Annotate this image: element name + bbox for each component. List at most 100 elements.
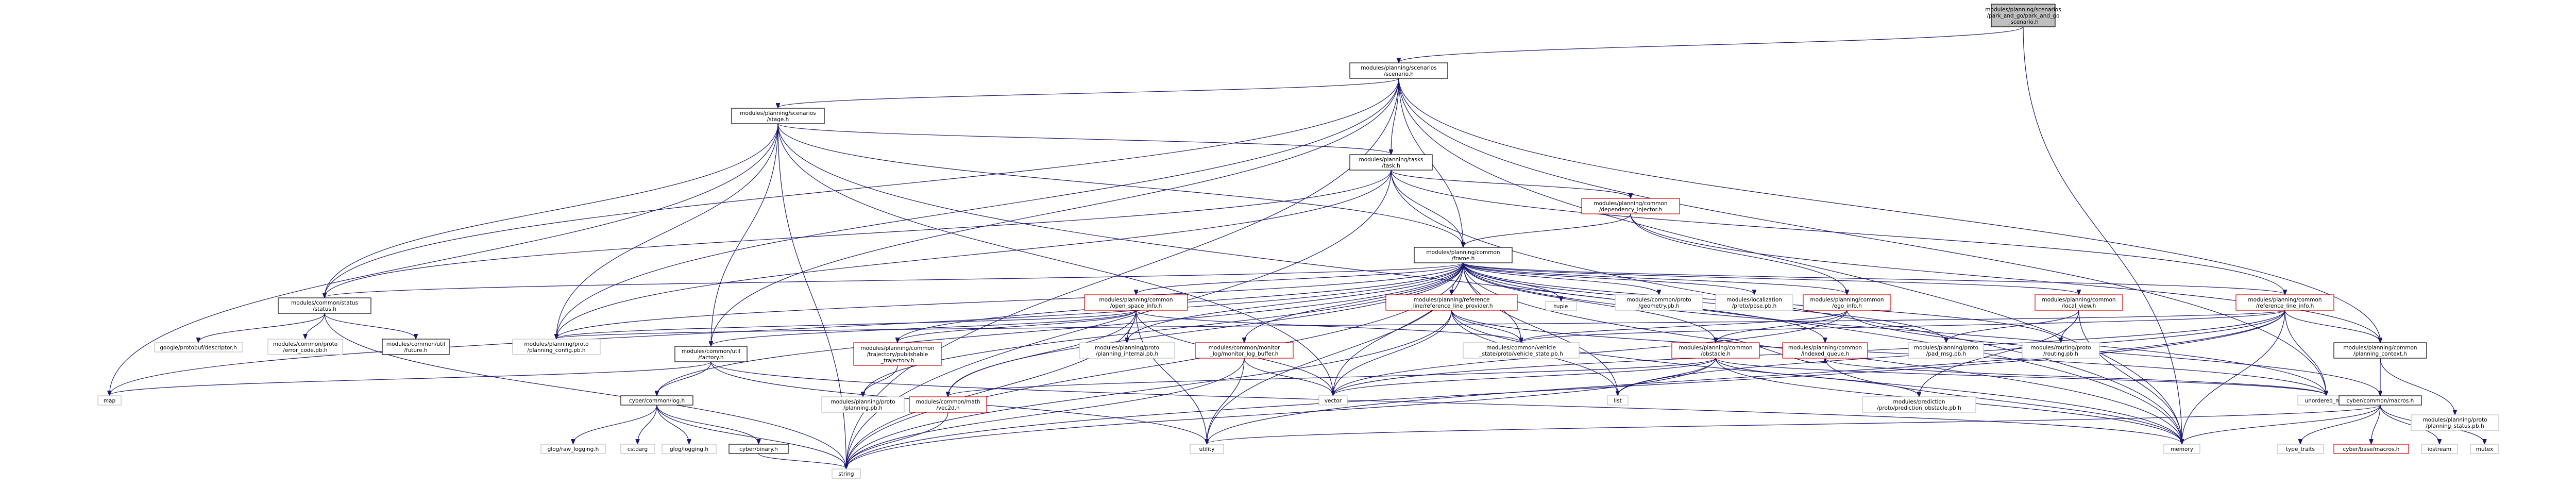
node-log-h[interactable]: cyber/common/log.h (620, 395, 693, 406)
node-routing-pb[interactable]: modules/routing/proto/routing.pb.h (2022, 342, 2100, 359)
node-base-macros[interactable]: cyber/base/macros.h (2333, 444, 2409, 454)
node-macros-h[interactable]: cyber/common/macros.h (2338, 395, 2422, 406)
edge-status_h-to-descriptor (198, 313, 325, 342)
node-ego-info[interactable]: modules/planning/common/ego_info.h (1803, 294, 1891, 311)
node-label-line: modules/planning/common (2248, 297, 2321, 303)
edge-task_h-to-dep_injector (1391, 170, 1631, 198)
edge-ref_provider-to-vector (1333, 310, 1452, 395)
node-frame-h[interactable]: modules/planning/common/frame.h (1414, 247, 1513, 263)
edge-frame_h-to-unordered_map (1463, 262, 2326, 395)
node-glog-logging[interactable]: glog/logging.h (662, 444, 717, 454)
node-factory-h[interactable]: modules/common/util/factory.h (674, 346, 748, 362)
node-status-h[interactable]: modules/common/status/status.h (278, 297, 371, 314)
node-label-line: cyber/binary.h (739, 446, 778, 452)
edge-stage_h-to-task_h (777, 123, 1391, 154)
node-iostream[interactable]: iostream (2421, 444, 2458, 454)
node-cstdarg[interactable]: cstdarg (620, 444, 655, 454)
node-label-line: modules/common/util (386, 341, 445, 347)
edge-task_h-to-frame_h (1391, 170, 1463, 247)
edge-ref_line_info-to-planning_context (2284, 310, 2380, 342)
node-descriptor[interactable]: google/protobuf/descriptor.h (154, 342, 243, 352)
node-box (2022, 342, 2100, 359)
node-error-code-pb[interactable]: modules/common/proto/error_code.pb.h (267, 339, 343, 355)
edge-macros_h-to-base_macros (2371, 405, 2381, 444)
edge-vec2d-to-string (846, 412, 948, 468)
node-label-line: modules/planning/proto (831, 399, 895, 405)
node-root[interactable]: modules/planning/scenarios/park_and_go/p… (1985, 4, 2061, 27)
node-pose-pb[interactable]: modules/localization/proto/pose.pb.h (1715, 294, 1793, 311)
node-trajectory-pub[interactable]: modules/planning/common/trajectory/publi… (853, 342, 942, 366)
node-label-line: modules/common/math (916, 399, 980, 405)
node-label-line: modules/planning/proto (524, 341, 588, 347)
node-box (731, 108, 825, 124)
edge-task_h-to-ref_line_info (1391, 170, 2285, 294)
edge-local_view-to-pad_msg_pb (1946, 310, 2079, 342)
node-box (1079, 342, 1175, 359)
node-pad-msg-pb[interactable]: modules/planning/proto/pad_msg.pb.h (1908, 342, 1984, 359)
node-box (2470, 444, 2499, 454)
node-label-line: /planning_config.pb.h (527, 347, 585, 354)
node-type-traits[interactable]: type_traits (2277, 444, 2324, 454)
edge-ego_info-to-vehicle_state_pb (1521, 310, 1848, 342)
node-ref-provider[interactable]: modules/planning/reference_line/referenc… (1385, 294, 1518, 311)
node-prediction-obstacle-pb[interactable]: modules/prediction/proto/prediction_obst… (1862, 396, 1976, 413)
edge-scenario_h-to-stage_h (778, 78, 1399, 108)
node-dep-injector[interactable]: modules/planning/common/dependency_injec… (1581, 198, 1680, 214)
edge-log_buffer-to-vector (1244, 358, 1333, 395)
edge-status_h-to-string (324, 313, 846, 468)
node-box (1349, 154, 1433, 171)
node-geometry-pb[interactable]: modules/common/proto/geometry.pb.h (1615, 294, 1703, 311)
node-label-line: /open_space_info.h (1110, 303, 1162, 309)
node-label-line: modules/planning/proto (1914, 345, 1978, 351)
edge-stage_h-to-planning_config_pb (556, 123, 778, 339)
node-scenario-h[interactable]: modules/planning/scenarios/scenario.h (1349, 62, 1448, 79)
edge-scenario_h-to-unordered_map (1398, 78, 2326, 395)
node-planning-context[interactable]: modules/planning/common/planning_context… (2333, 342, 2427, 359)
node-planning-pb[interactable]: modules/planning/proto/planning.pb.h (821, 396, 905, 413)
node-list[interactable]: list (1607, 395, 1629, 406)
node-tuple[interactable]: tuple (1545, 301, 1577, 311)
edge-open_space-to-trajectory_pub (897, 310, 1137, 342)
edge-indexed_queue-to-unordered_map (1824, 358, 2327, 395)
node-glognew[interactable]: glog/raw_logging.h (540, 444, 606, 454)
node-box (540, 444, 606, 454)
node-future-h[interactable]: modules/common/util/future.h (382, 339, 450, 355)
node-planning-status-pb[interactable]: modules/planning/proto/planning_status.p… (2411, 414, 2499, 431)
node-utility[interactable]: utility (1190, 444, 1224, 454)
node-label-line: /trajectory/publishable (867, 351, 928, 358)
edge-frame_h-to-pad_msg_pb (1463, 262, 1946, 342)
node-obstacle-h[interactable]: modules/planning/common/obstacle.h (1671, 342, 1760, 359)
node-log-buffer[interactable]: modules/common/monitor_log/monitor_log_b… (1195, 342, 1294, 359)
edge-frame_h-to-log_buffer (1244, 262, 1464, 342)
node-ref-line-info[interactable]: modules/planning/common/reference_line_i… (2235, 294, 2334, 311)
node-task-h[interactable]: modules/planning/tasks/task.h (1349, 154, 1433, 171)
node-map[interactable]: map (97, 395, 122, 406)
node-vec2d[interactable]: modules/common/math/vec2d.h (909, 396, 987, 413)
edge-frame_h-to-planning_internal_pb (1127, 262, 1464, 342)
edge-stage_h-to-factory_h (711, 123, 778, 346)
node-memory[interactable]: memory (2163, 444, 2200, 454)
node-local-view[interactable]: modules/planning/common/local_view.h (2035, 294, 2123, 311)
edge-status_h-to-error_code_pb (306, 313, 325, 339)
edge-factory_h-to-map (110, 361, 711, 395)
edge-stage_h-to-string (777, 123, 846, 468)
node-indexed-queue[interactable]: modules/planning/common/indexed_queue.h (1782, 342, 1868, 359)
node-box (1463, 342, 1580, 359)
node-stage-h[interactable]: modules/planning/scenarios/stage.h (731, 108, 825, 124)
node-open-space[interactable]: modules/planning/common/open_space_info.… (1084, 294, 1188, 311)
node-planning-internal-pb[interactable]: modules/planning/proto/planning_internal… (1079, 342, 1175, 359)
node-label-line: /task.h (1382, 163, 1400, 169)
node-planning-config-pb[interactable]: modules/planning/proto/planning_config.p… (512, 339, 601, 355)
node-label-line: tuple (1554, 304, 1568, 310)
edge-obstacle_h-to-indexed_queue (1715, 338, 1825, 364)
node-box (1318, 395, 1348, 406)
node-vector[interactable]: vector (1318, 395, 1348, 406)
node-label-line: modules/common/proto (273, 341, 337, 347)
node-binary-h[interactable]: cyber/binary.h (728, 444, 789, 454)
node-string[interactable]: string (832, 468, 861, 479)
edge-log_buffer-to-utility (1207, 358, 1245, 444)
edge-log_h-to-glognew (573, 405, 657, 444)
node-mutex[interactable]: mutex (2470, 444, 2499, 454)
node-label-line: modules/planning/common (1810, 297, 1884, 303)
node-vehicle-state-pb[interactable]: modules/common/vehicle_state/proto/vehic… (1463, 342, 1580, 359)
